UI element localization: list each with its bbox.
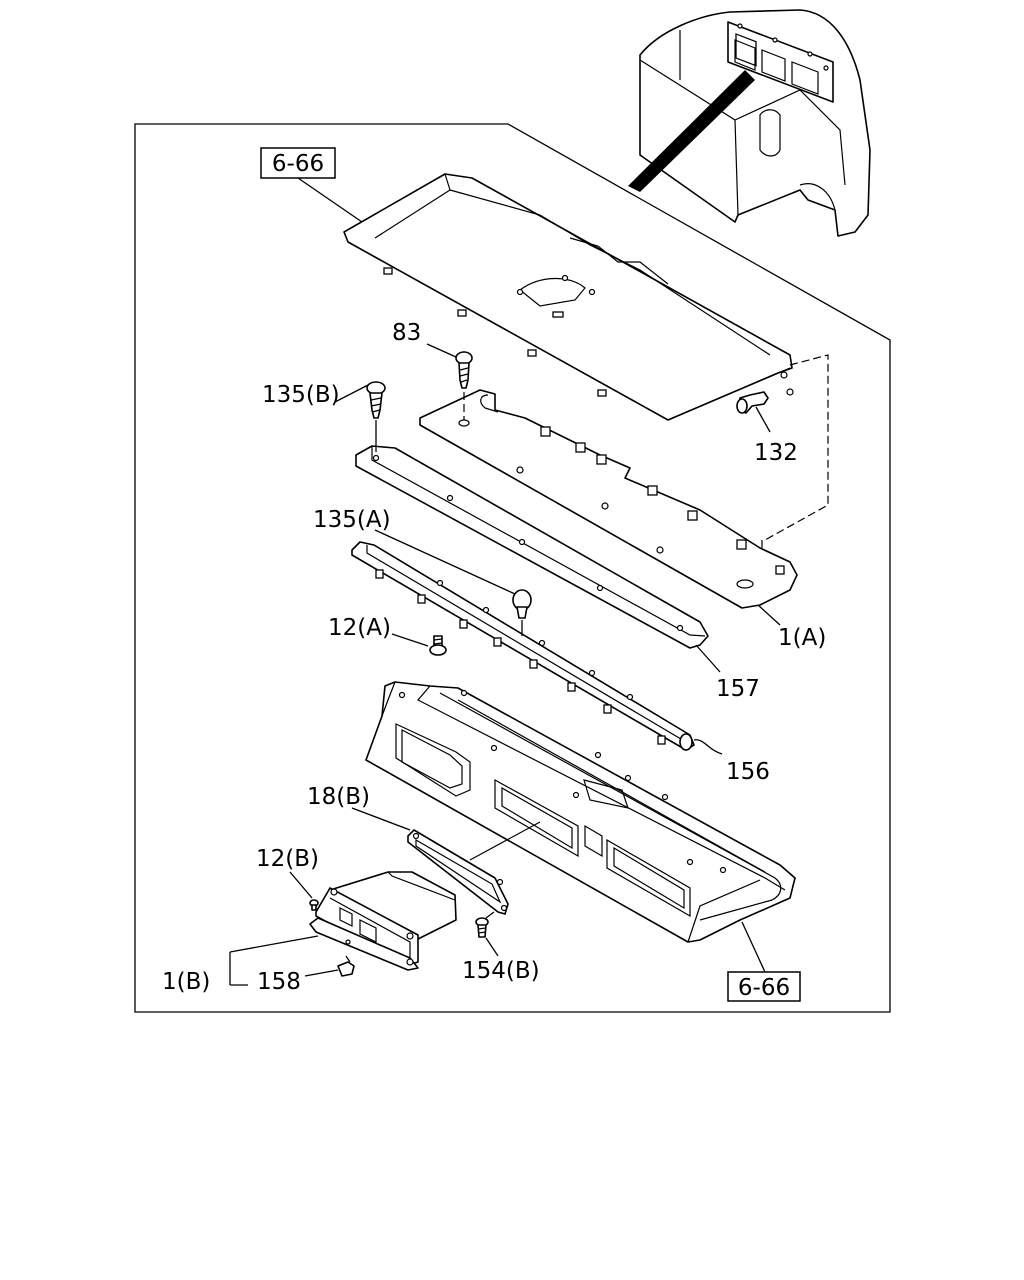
- part-label-1a: 1(A): [778, 625, 826, 651]
- bottom-ref-leader: [741, 921, 766, 973]
- part-label-154b: 154(B): [462, 958, 540, 984]
- part-label-135b: 135(B): [262, 382, 340, 408]
- top-ref-box: [260, 147, 336, 179]
- p158-leader: [304, 969, 339, 977]
- p132-leader: [755, 406, 771, 433]
- part-label-1b: 1(B): [162, 969, 210, 995]
- bulb-158: [337, 955, 355, 977]
- p1b-bracket: [229, 935, 319, 986]
- diagram-frame: [134, 123, 891, 1013]
- bottom-ref-label: 6-66: [738, 975, 790, 1001]
- top-ref-label: 6-66: [272, 151, 324, 177]
- p135a-leader: [374, 529, 516, 595]
- part-label-18b: 18(B): [307, 784, 370, 810]
- clip-132: [736, 391, 769, 414]
- console-housing: [365, 681, 796, 943]
- bolt-12a: [429, 635, 447, 656]
- clip-135a: [512, 589, 532, 636]
- alignment-dashed-lines: [764, 354, 829, 541]
- bottom-ref-box: [727, 971, 801, 1002]
- p154b-leader: [485, 937, 499, 957]
- part-label-83: 83: [392, 320, 421, 346]
- bar-156: [351, 541, 695, 751]
- p135b-leader: [334, 384, 369, 403]
- part-label-158: 158: [257, 969, 301, 995]
- part-label-157: 157: [716, 676, 760, 702]
- part-label-135a: 135(A): [313, 507, 391, 533]
- part-label-156: 156: [726, 759, 770, 785]
- part-label-12a: 12(A): [328, 615, 391, 641]
- p157-leader: [695, 644, 721, 673]
- cab-inset-illustration: [628, 9, 871, 237]
- top-cover-panel: [343, 173, 794, 421]
- lamp-assembly-1b: [309, 871, 457, 971]
- screw-154b: [475, 911, 495, 938]
- top-ref-leader: [297, 177, 363, 223]
- p83-leader: [426, 343, 457, 358]
- screw-83: [455, 351, 473, 427]
- gasket-18b: [407, 821, 541, 915]
- screw-135b: [366, 381, 386, 452]
- p156-leader: [693, 739, 723, 755]
- part-label-132: 132: [754, 440, 798, 466]
- part-label-12b: 12(B): [256, 846, 319, 872]
- long-rail: [355, 445, 709, 649]
- bracket-plate-1a: [419, 389, 798, 609]
- p12b-leader: [289, 871, 313, 899]
- screw-12b: [309, 899, 319, 911]
- p12a-leader: [391, 633, 429, 647]
- p1a-leader: [757, 604, 781, 626]
- p18b-leader: [351, 807, 411, 831]
